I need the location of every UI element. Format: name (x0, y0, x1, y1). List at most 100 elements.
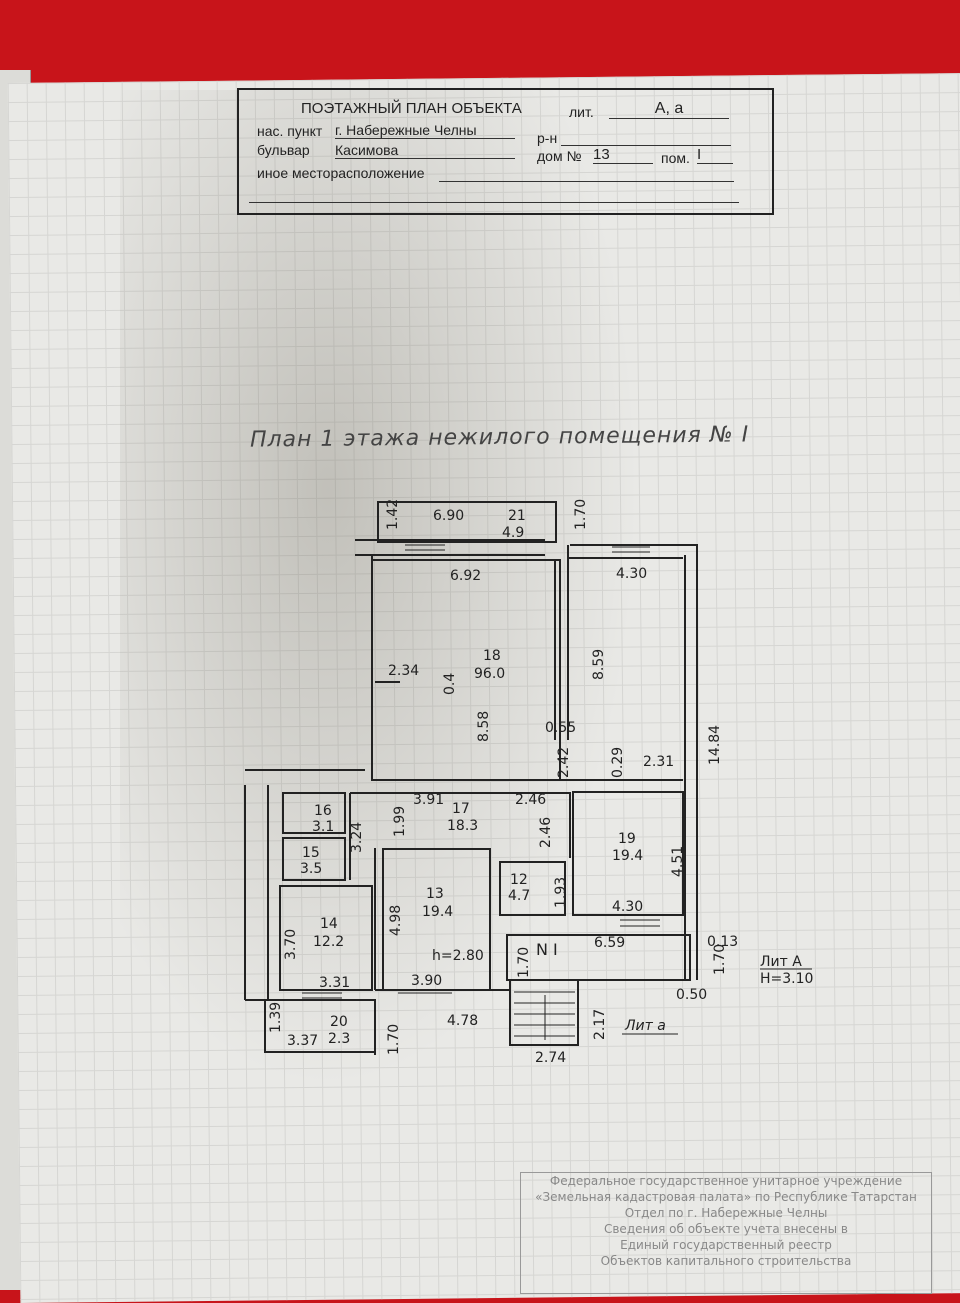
stamp-line: Федеральное государственное унитарное уч… (549, 1174, 903, 1188)
dim: 1.70 (573, 499, 589, 530)
dim: 0.55 (545, 720, 576, 736)
room-12-outline (499, 861, 566, 916)
room-17-num: 17 (452, 801, 470, 817)
lit-a-label: Лит А (760, 954, 802, 970)
room-17-area: 18.3 (447, 818, 478, 834)
registration-stamp: Федеральное государственное унитарное уч… (520, 1172, 932, 1294)
lit-label: лит. (569, 104, 594, 120)
dim: 2.46 (538, 817, 554, 848)
room-21-num: 21 (508, 508, 526, 524)
dim: 2.42 (556, 747, 572, 778)
room-15-outline (282, 837, 346, 881)
outer-walls (355, 539, 698, 980)
left-wall (244, 769, 365, 1001)
stairs (514, 991, 575, 1040)
dim: 4.98 (388, 905, 404, 936)
dim: 0.13 (707, 934, 738, 950)
dim: 1.39 (268, 1002, 284, 1033)
stair-outline (509, 979, 579, 1046)
lit-a-height: H=3.10 (760, 971, 813, 987)
district-label: р-н (537, 130, 558, 146)
dim: 1.70 (712, 944, 728, 975)
lit-small-label: Лит а (624, 1018, 666, 1034)
partition (375, 560, 556, 740)
dim: 4.30 (612, 899, 643, 915)
room-13-num: 13 (426, 886, 444, 902)
settlement-label: нас. пункт (257, 123, 323, 139)
dim: 6.59 (594, 935, 625, 951)
room-16-outline (282, 792, 346, 834)
dim: 3.37 (287, 1033, 318, 1049)
dim: 2.74 (535, 1050, 566, 1066)
corridor-outline (506, 934, 691, 981)
dim: 0.29 (610, 747, 626, 778)
room-12-area: 4.7 (508, 888, 530, 904)
dim: 4.30 (616, 566, 647, 582)
room-13-area: 19.4 (422, 904, 453, 920)
room-20-num: 20 (330, 1014, 348, 1030)
dim: 8.59 (591, 649, 607, 680)
room-19-num: 19 (618, 831, 636, 847)
stamp-line: Отдел по г. Набережные Челны (624, 1206, 828, 1220)
dim: 14.84 (707, 725, 723, 765)
room-19-outline (572, 791, 684, 916)
corridor-label: N I (536, 940, 558, 959)
dim: 0.50 (676, 987, 707, 1003)
other-location-label: иное месторасположение (257, 165, 425, 181)
windows (302, 544, 660, 999)
outer-bottom-wall (374, 989, 510, 1055)
dim: 1.99 (392, 806, 408, 837)
dim: 1.93 (553, 877, 569, 908)
dim: 2.46 (515, 792, 546, 808)
walls (244, 501, 698, 1055)
room-19-area: 19.4 (612, 848, 643, 864)
lit-value: А, а (609, 100, 729, 119)
house-value: 13 (593, 146, 653, 164)
room-21-outline (377, 501, 557, 543)
room-15-area: 3.5 (300, 861, 322, 877)
room-14-outline (279, 885, 373, 991)
other-location-value (439, 166, 734, 182)
title-block: ПОЭТАЖНЫЙ ПЛАН ОБЪЕКТА лит. А, а нас. пу… (237, 88, 774, 215)
room-12-num: 12 (510, 872, 528, 888)
dim: 3.24 (349, 822, 365, 853)
dim: 0.4 (442, 673, 458, 695)
stamp-line: «Земельная кадастровая палата» по Респуб… (535, 1190, 917, 1204)
dim: 6.92 (450, 568, 481, 584)
room-15-num: 15 (302, 845, 320, 861)
dim: 1.70 (386, 1024, 402, 1055)
room-21-area: 4.9 (502, 525, 524, 541)
settlement-value: г. Набережные Челны (335, 122, 515, 139)
dim: 3.70 (283, 929, 299, 960)
room-17-outline (349, 792, 571, 990)
room-20-area: 2.3 (328, 1031, 350, 1047)
dim: 3.31 (319, 975, 350, 991)
room-value: I (697, 146, 733, 164)
stamp-line: Сведения об объекте учета внесены в (603, 1222, 848, 1236)
stamp-line: Единый государственный реестр (620, 1238, 832, 1252)
doc-title: ПОЭТАЖНЫЙ ПЛАН ОБЪЕКТА (301, 100, 522, 117)
ceiling-height: h=2.80 (432, 948, 484, 964)
dim: 1.70 (516, 947, 532, 978)
blank-line (249, 188, 739, 203)
room-label: пом. (661, 150, 690, 166)
label-underlines (622, 968, 812, 1035)
stamp-line: Объектов капитального строительства (600, 1254, 852, 1268)
district-value (561, 130, 731, 146)
house-label: дом № (537, 148, 582, 164)
dim: 3.90 (411, 973, 442, 989)
dim: 8.58 (476, 711, 492, 742)
dim: 2.31 (643, 754, 674, 770)
dim: 3.91 (413, 792, 444, 808)
room-18-num: 18 (483, 648, 501, 664)
dim: 4.78 (447, 1013, 478, 1029)
room-14-num: 14 (320, 916, 338, 932)
room-18-area: 96.0 (474, 666, 505, 682)
dim: 4.51 (670, 846, 686, 877)
room-16-num: 16 (314, 803, 332, 819)
street-label: бульвар (257, 142, 310, 158)
dim: 1.42 (385, 499, 401, 530)
dimension-labels: 1.42 6.90 1.70 6.92 4.30 2.34 0.4 8.58 8… (268, 499, 813, 1066)
